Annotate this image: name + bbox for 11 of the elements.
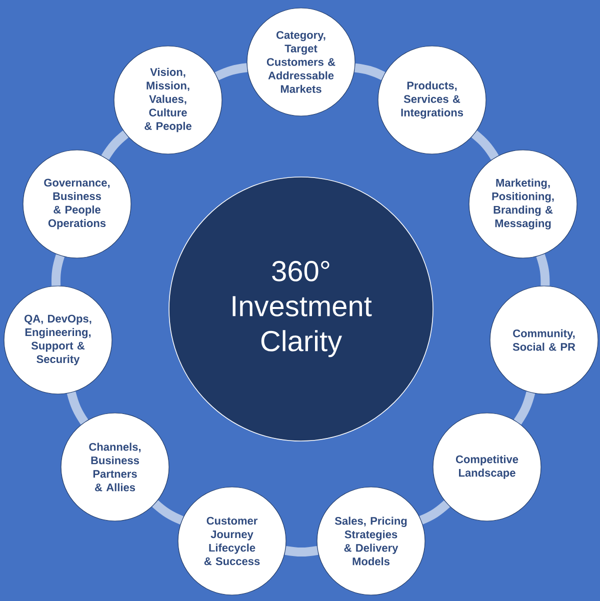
ring-segment [471, 130, 499, 160]
ring-segment [284, 546, 318, 557]
ring-segment [51, 254, 65, 286]
ring-segment [419, 500, 450, 524]
ring-segment [152, 500, 184, 525]
ring-segment [536, 254, 550, 286]
ring-segment [514, 392, 536, 425]
ring-segment [101, 130, 129, 160]
ring-segment [354, 63, 386, 80]
ring-segment [214, 63, 248, 80]
ring-segment [66, 392, 88, 425]
